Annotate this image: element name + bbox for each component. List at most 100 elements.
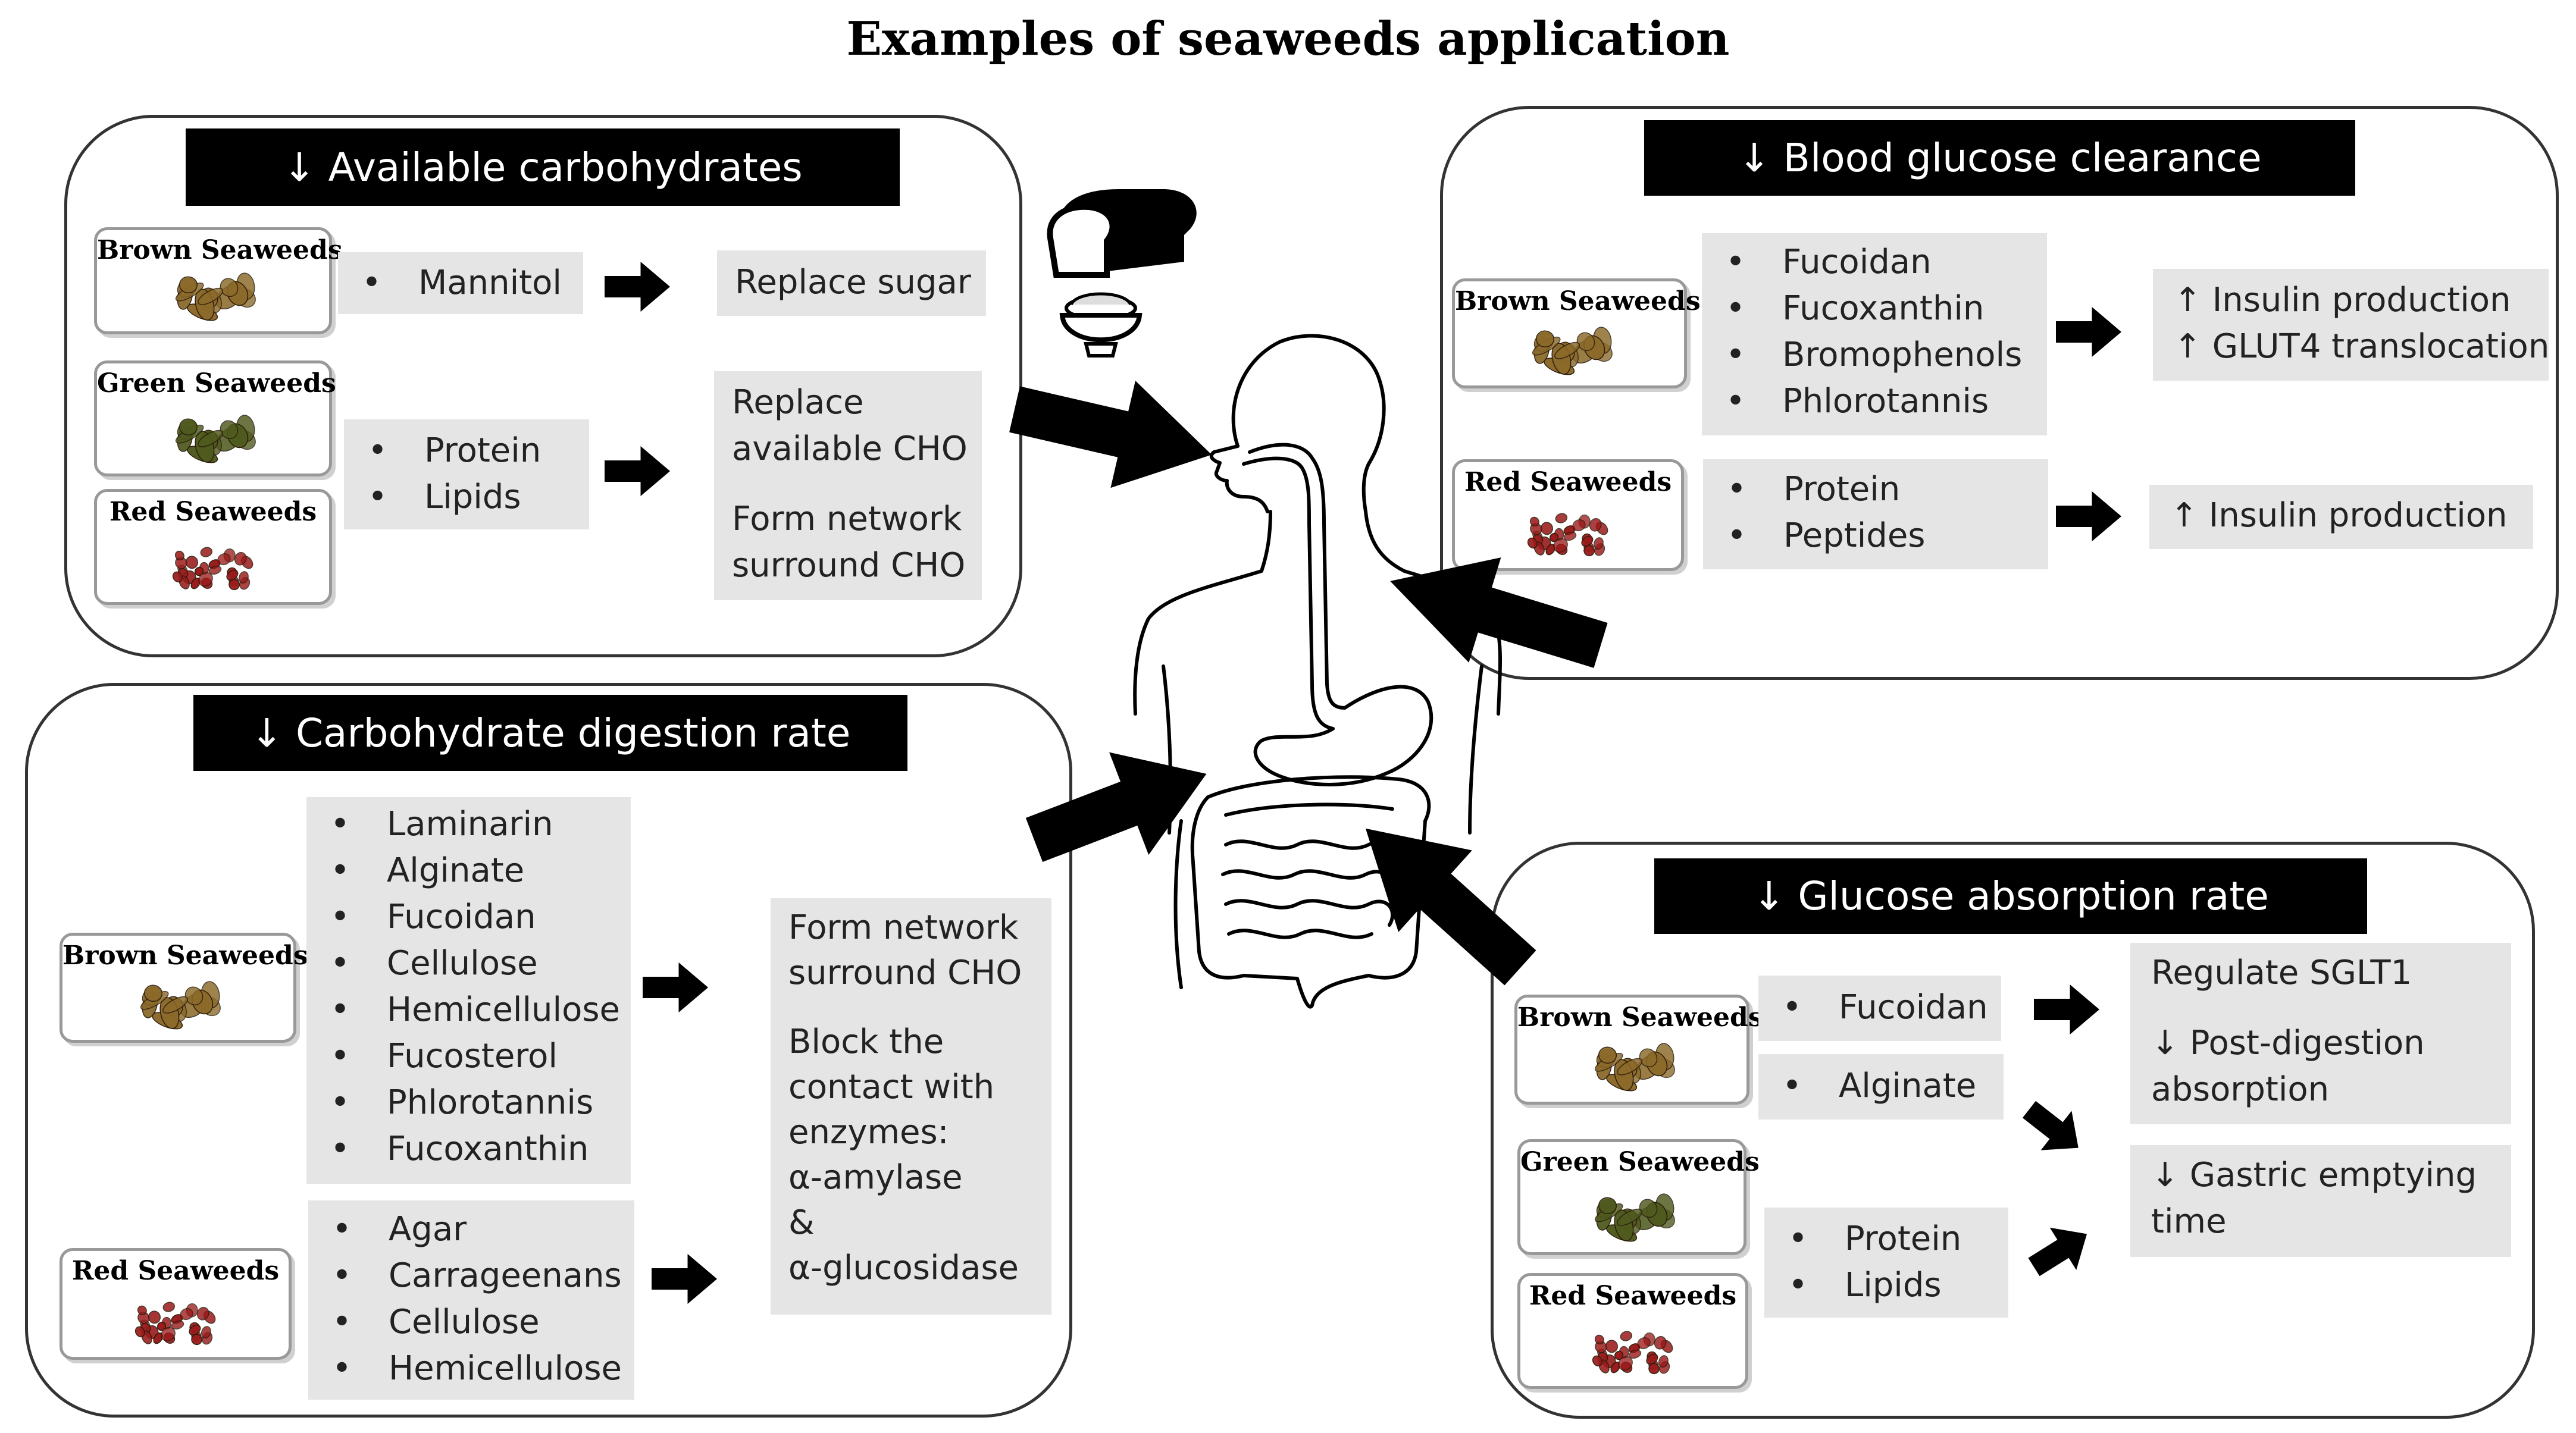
seaweed-blob bbox=[198, 287, 224, 305]
red-seaweed-card: Red Seaweeds bbox=[1452, 459, 1684, 571]
seaweed-blob bbox=[179, 276, 198, 294]
arrow-icon bbox=[2056, 307, 2121, 357]
effect-text: ↓ Gastric emptying bbox=[2151, 1156, 2477, 1194]
seaweed-icon bbox=[1594, 1193, 1675, 1242]
effect-box: Form network surround CHO Block the cont… bbox=[771, 898, 1051, 1315]
compound-list: Protein Lipids bbox=[1764, 1208, 2008, 1318]
heading-glucose-absorption-rate: ↓ Glucose absorption rate bbox=[1654, 858, 2367, 934]
seaweed-icon bbox=[1592, 1331, 1673, 1375]
effect-box: Replace sugar bbox=[717, 250, 986, 316]
arrow-icon bbox=[1002, 355, 1225, 509]
seaweed-blob bbox=[1594, 1334, 1604, 1345]
effect-text: Replace sugar bbox=[735, 263, 971, 302]
compound-list: Protein Peptides bbox=[1703, 459, 2048, 569]
effect-text: time bbox=[2151, 1202, 2227, 1241]
seaweed-blob bbox=[201, 1326, 211, 1339]
effect-text: Replace bbox=[732, 383, 864, 422]
seaweed-blob bbox=[217, 553, 231, 566]
seaweed-icon bbox=[140, 981, 221, 1030]
seaweed-blob bbox=[1593, 537, 1604, 550]
seaweed-icon bbox=[172, 547, 253, 591]
arrow-icon bbox=[2020, 1212, 2101, 1288]
seaweed-blob bbox=[1555, 513, 1567, 523]
effect-text: Regulate SGLT1 bbox=[2151, 954, 2412, 992]
effect-box: ↑ Insulin production ↑ GLUT4 translocati… bbox=[2153, 269, 2549, 381]
seaweed-blob bbox=[1529, 516, 1539, 527]
compound-item: Mannitol bbox=[338, 260, 583, 306]
seaweed-blob bbox=[226, 569, 239, 581]
seaweed-blob bbox=[180, 1308, 193, 1321]
compound-item: Protein bbox=[1764, 1216, 2008, 1262]
green-seaweed-card: Green Seaweeds bbox=[94, 360, 336, 476]
seaweed-blob bbox=[148, 1310, 161, 1324]
seaweed-label: Brown Seaweeds bbox=[1455, 286, 1701, 316]
seaweed-blob bbox=[196, 1307, 209, 1321]
brown-seaweed-card: Brown Seaweeds bbox=[60, 933, 308, 1043]
seaweed-blob bbox=[1541, 522, 1553, 535]
effect-text: & bbox=[788, 1203, 815, 1242]
compound-item: Hemicellulose bbox=[306, 987, 631, 1033]
red-seaweed-card: Red Seaweeds bbox=[94, 489, 332, 605]
seaweed-blob bbox=[179, 418, 198, 436]
effect-text: ↓ Post-digestion bbox=[2151, 1024, 2425, 1062]
brown-seaweed-card: Brown Seaweeds bbox=[94, 227, 343, 334]
effect-text: α-amylase bbox=[788, 1158, 963, 1197]
compound-list: Agar Carrageenans Cellulose Hemicellulos… bbox=[308, 1200, 634, 1400]
seaweed-icon bbox=[134, 1302, 216, 1346]
effect-text: enzymes: bbox=[788, 1113, 949, 1152]
effect-text: contact with bbox=[788, 1068, 995, 1106]
seaweed-icon bbox=[1527, 513, 1608, 557]
seaweed-blob bbox=[1605, 1340, 1618, 1353]
seaweed-blob bbox=[1598, 1197, 1617, 1215]
effect-text: α-glucosidase bbox=[788, 1249, 1019, 1287]
green-seaweed-card: Green Seaweeds bbox=[1517, 1139, 1760, 1255]
seaweed-label: Green Seaweeds bbox=[1520, 1147, 1760, 1177]
seaweed-label: Red Seaweeds bbox=[71, 1256, 280, 1286]
compound-item: Fucoidan bbox=[1758, 984, 2001, 1031]
seaweed-blob bbox=[1616, 1058, 1642, 1075]
seaweed-icon bbox=[1594, 1043, 1675, 1092]
compound-item: Lipids bbox=[1764, 1262, 2008, 1309]
compound-list: Protein Lipids bbox=[344, 419, 589, 529]
heading-carbohydrate-digestion-rate: ↓ Carbohydrate digestion rate bbox=[193, 695, 907, 771]
compound-item: Fucosterol bbox=[306, 1033, 631, 1080]
arrow-icon bbox=[2034, 984, 2099, 1034]
compound-item: Lipids bbox=[344, 474, 589, 520]
seaweed-blob bbox=[189, 1324, 201, 1335]
compound-item: Peptides bbox=[1703, 513, 2048, 559]
seaweed-blob bbox=[1628, 1349, 1642, 1359]
compound-item: Fucoxanthin bbox=[306, 1126, 631, 1172]
seaweed-blob bbox=[1589, 518, 1602, 532]
seaweed-blob bbox=[238, 571, 249, 584]
effect-text: available CHO bbox=[732, 429, 968, 468]
compound-item: Carrageenans bbox=[308, 1253, 634, 1299]
seaweed-label: Green Seaweeds bbox=[97, 368, 336, 399]
seaweed-blob bbox=[134, 1326, 145, 1338]
effect-text: ↑ Insulin production bbox=[2174, 281, 2511, 319]
seaweed-blob bbox=[1527, 537, 1538, 549]
seaweed-blob bbox=[171, 1320, 184, 1330]
arrow-icon bbox=[643, 962, 708, 1012]
arrow-icon bbox=[2014, 1089, 2094, 1168]
seaweed-blob bbox=[1618, 1356, 1633, 1371]
compound-item: Alginate bbox=[1758, 1063, 2004, 1109]
seaweed-blob bbox=[1554, 341, 1580, 359]
seaweed-blob bbox=[186, 556, 198, 569]
effect-text: Form network bbox=[788, 908, 1019, 947]
seaweed-blob bbox=[137, 1305, 147, 1316]
effect-text: ↑ GLUT4 translocation bbox=[2174, 327, 2550, 366]
seaweed-label: Red Seaweeds bbox=[1464, 467, 1672, 497]
arrow-icon bbox=[652, 1254, 717, 1304]
seaweed-label: Brown Seaweeds bbox=[1517, 1002, 1763, 1033]
seaweed-blob bbox=[1572, 519, 1586, 532]
effect-text: absorption bbox=[2151, 1070, 2330, 1109]
seaweed-blob bbox=[1592, 1355, 1602, 1367]
seaweed-blob bbox=[1563, 531, 1577, 541]
compound-list: Laminarin Alginate Fucoidan Cellulose He… bbox=[306, 797, 631, 1184]
seaweed-blob bbox=[198, 572, 213, 587]
seaweed-blob bbox=[172, 571, 183, 583]
seaweed-icon bbox=[175, 415, 256, 463]
seaweed-blob bbox=[1616, 1208, 1642, 1226]
compound-item: Cellulose bbox=[308, 1299, 634, 1346]
